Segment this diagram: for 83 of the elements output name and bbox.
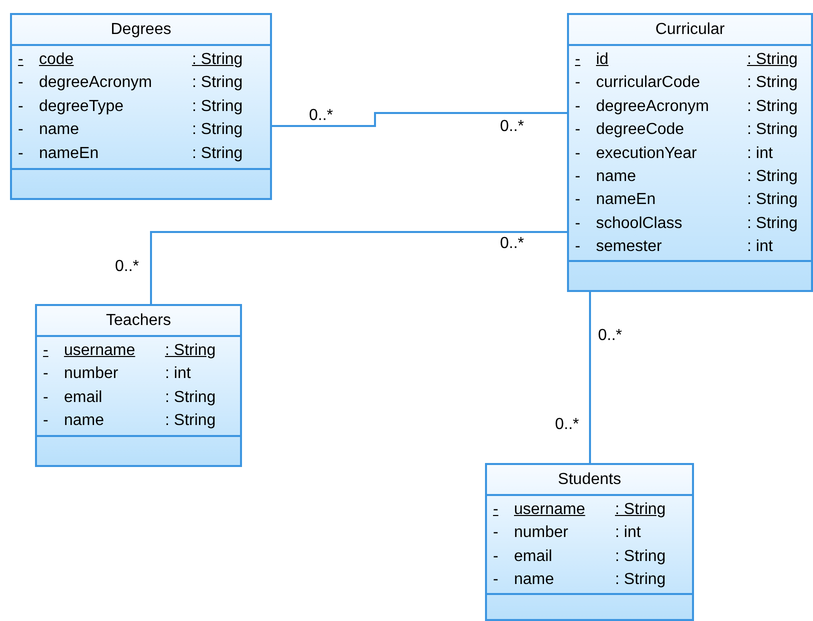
visibility-marker: - [493,523,498,544]
class-box [35,304,242,467]
attribute-name: schoolClass [596,214,682,234]
attribute-name: number [514,523,568,544]
visibility-marker: - [575,120,580,140]
attribute-type: : int [747,237,773,258]
visibility-marker: - [43,411,48,432]
visibility-marker: - [493,570,498,590]
multiplicity-label: 0..* [598,326,622,346]
attribute-type: : String [615,500,666,520]
attribute-type: : int [747,144,773,164]
attribute-name: username [514,500,586,520]
visibility-marker: - [575,190,580,210]
visibility-marker: - [575,144,580,164]
attribute-type: : String [192,120,243,140]
attribute-type: : String [747,50,798,70]
class-box [567,13,813,292]
attribute-type: : String [165,411,216,432]
visibility-marker: - [43,364,48,384]
multiplicity-label: 0..* [115,257,140,277]
attribute-name: degreeAcronym [39,73,152,94]
visibility-marker: - [18,73,24,94]
attribute-name: executionYear [596,144,697,164]
multiplicity-label: 0..* [309,106,334,126]
attribute-name: username [64,341,136,361]
visibility-marker: - [43,388,48,408]
association-line [589,292,591,463]
class-name: Teachers [106,310,171,330]
association-line [150,231,567,304]
class-name: Students [558,470,622,490]
attribute-type: : String [747,120,798,140]
attribute-name: email [64,388,102,408]
attribute-type: : String [192,50,243,70]
multiplicity-label: 0..* [500,234,524,254]
attribute-name: degreeType [39,96,124,117]
visibility-marker: - [18,120,24,140]
visibility-marker: - [18,50,24,70]
multiplicity-label: 0..* [500,117,524,137]
attribute-name: email [514,546,552,567]
visibility-marker: - [43,341,48,361]
class-box [10,13,272,200]
attribute-type: : String [747,190,798,210]
attribute-type: : int [615,523,641,544]
attribute-name: code [39,50,74,70]
multiplicity-label: 0..* [555,415,580,435]
attribute-type: : String [165,388,216,408]
attribute-name: curricularCode [596,73,700,94]
attribute-type: : String [747,96,798,117]
class-name: Curricular [655,20,725,40]
association-line [272,112,567,127]
attribute-type: : String [747,166,798,187]
attribute-name: name [514,570,554,590]
attribute-name: degreeCode [596,120,684,140]
attribute-type: : String [192,144,243,164]
visibility-marker: - [493,546,498,567]
visibility-marker: - [575,50,580,70]
visibility-marker: - [493,500,498,520]
attribute-name: semester [596,237,662,258]
visibility-marker: - [575,237,580,258]
attribute-name: id [596,50,608,70]
attribute-type: : String [615,570,666,590]
attribute-type: : String [192,96,243,117]
visibility-marker: - [575,166,580,187]
attribute-type: : String [747,214,798,234]
attribute-type: : int [165,364,191,384]
attribute-type: : String [615,546,666,567]
attribute-name: name [596,166,636,187]
attribute-name: name [39,120,80,140]
visibility-marker: - [575,214,580,234]
attribute-name: nameEn [39,144,99,164]
attribute-name: degreeAcronym [596,96,709,117]
visibility-marker: - [18,96,24,117]
attribute-name: name [64,411,104,432]
attribute-name: number [64,364,118,384]
attribute-name: nameEn [596,190,656,210]
visibility-marker: - [18,144,24,164]
attribute-type: : String [747,73,798,94]
attribute-type: : String [192,73,243,94]
visibility-marker: - [575,73,580,94]
attribute-type: : String [165,341,216,361]
class-name: Degrees [110,20,172,40]
visibility-marker: - [575,96,580,117]
class-box [485,463,694,621]
